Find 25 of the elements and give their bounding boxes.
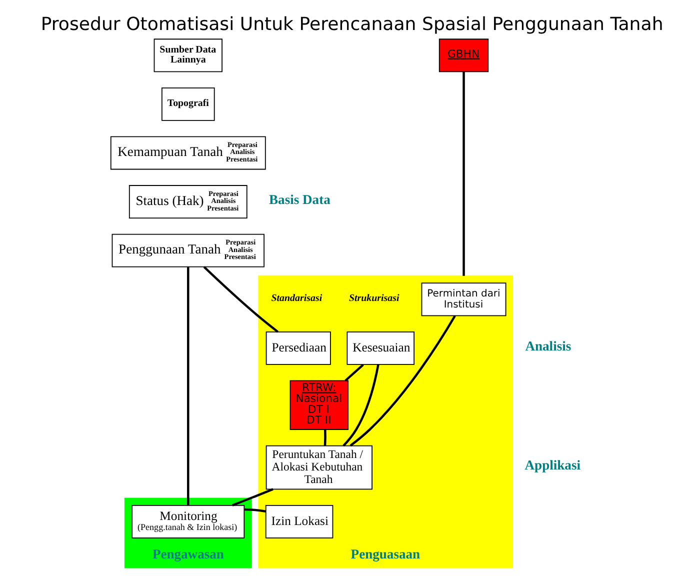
connector <box>342 364 379 447</box>
label: Analisis <box>524 338 571 354</box>
node-box: Topografi <box>160 87 214 121</box>
diagram-title: Prosedur Otomatisasi Untuk Perencanaan Spasial Penggunaan Tanah <box>40 14 663 36</box>
connector <box>202 266 278 333</box>
node-box: Izin Lokasi <box>264 504 333 538</box>
connector <box>323 430 326 446</box>
connector <box>244 508 266 512</box>
connector <box>462 72 464 276</box>
node-box: Peruntukan Tanah / Alokasi Kebutuhan Tanah <box>265 445 372 490</box>
node-box: Persediaan <box>265 331 330 365</box>
node-box: GBHN <box>438 38 488 72</box>
connector <box>186 267 189 506</box>
label: Basis Data <box>268 192 330 208</box>
connector <box>349 315 456 447</box>
label: Standarisasi <box>270 293 322 304</box>
label: Applikasi <box>524 458 580 473</box>
connector <box>344 364 364 382</box>
label: Strukurisasi <box>348 293 399 304</box>
connector <box>232 488 273 506</box>
node-box: Permintan dari Institusi <box>420 282 506 316</box>
node-box: Sumber Data Lainnya <box>153 38 222 72</box>
node-box: RTRW: Nasional DT I DT II <box>289 380 348 430</box>
node-box: Monitoring (Pengg.tanah & Izin lokasi) <box>131 504 244 538</box>
node-box: Kesesuaian <box>346 331 414 365</box>
